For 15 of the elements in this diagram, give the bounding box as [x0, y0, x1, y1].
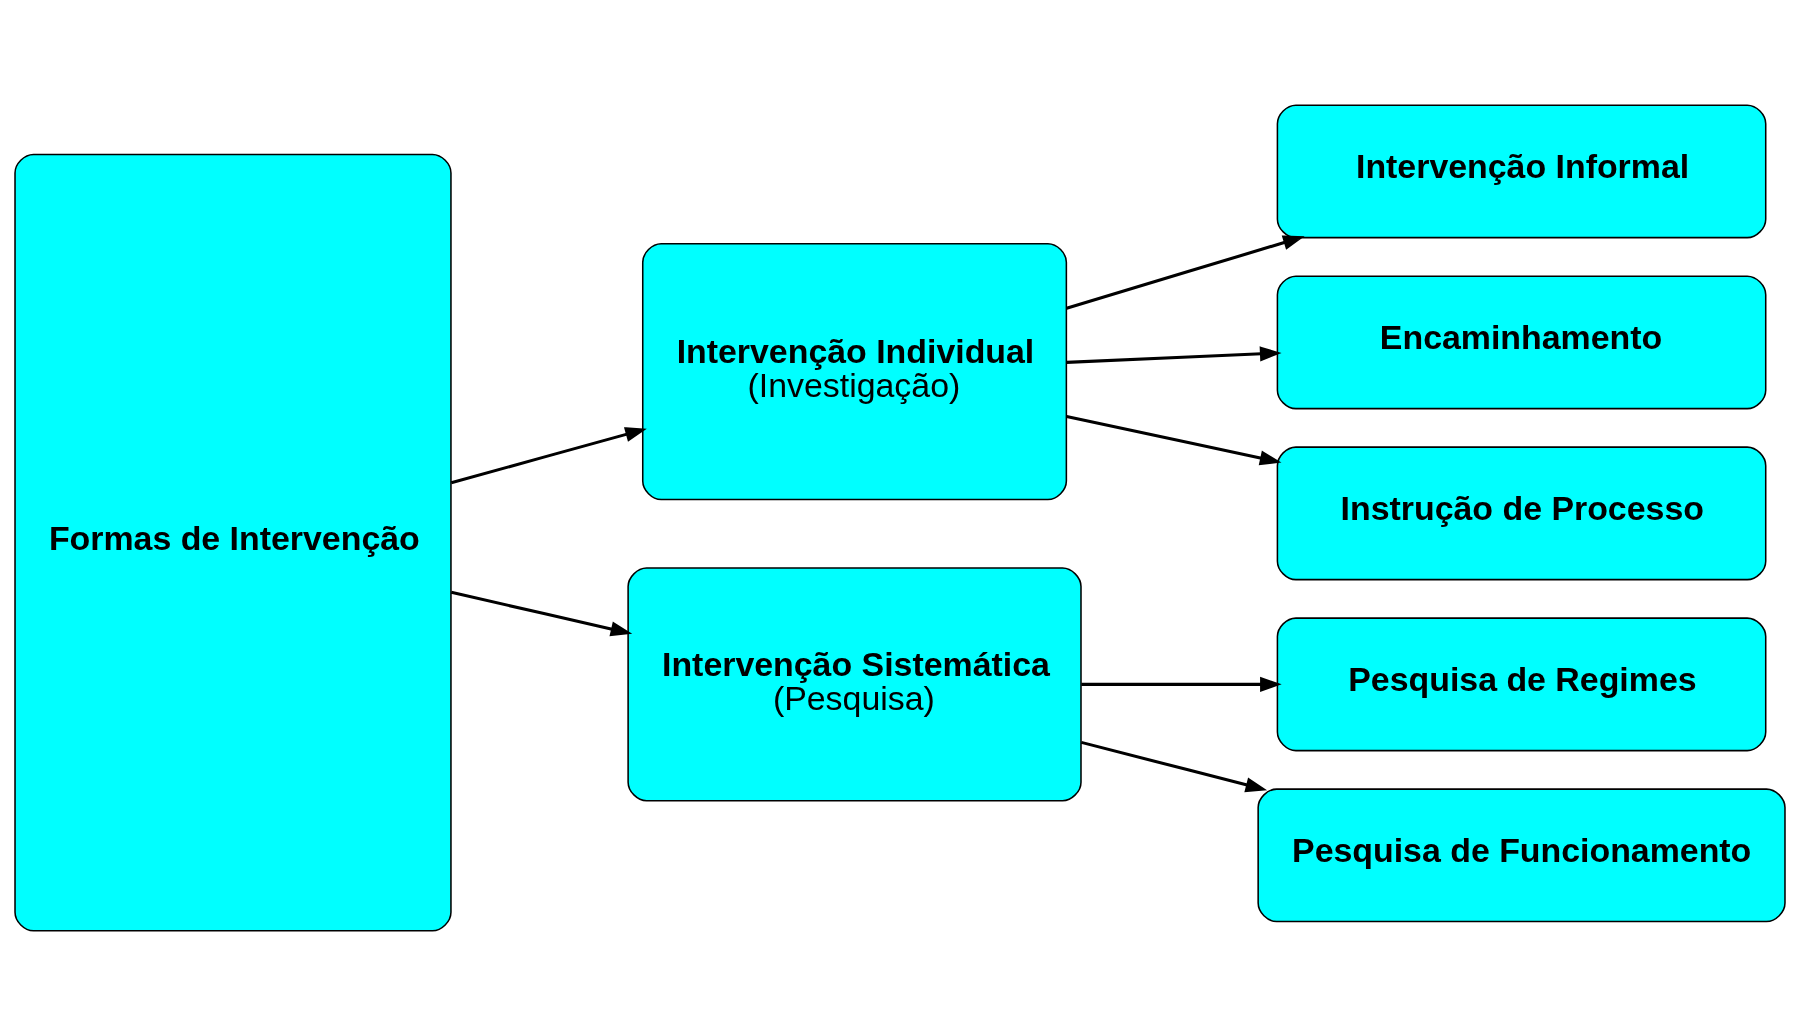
node-box: Formas de Intervenção	[14, 153, 452, 932]
node-box: Pesquisa de Regimes	[1276, 616, 1767, 751]
arrow	[1066, 414, 1282, 465]
arrow	[450, 590, 633, 636]
node-box: Intervenção Informal	[1276, 103, 1767, 238]
arrow	[450, 426, 647, 484]
arrow	[1066, 345, 1282, 364]
arrow	[1066, 234, 1305, 310]
arrow	[1080, 740, 1268, 792]
node-box: Pesquisa de Funcionamento	[1257, 787, 1786, 922]
arrow	[1081, 676, 1282, 692]
node-box: Instrução de Processo	[1276, 445, 1767, 580]
node-box: Encaminhamento	[1276, 274, 1767, 409]
node-box: Intervenção Sistemática (Pesquisa)	[627, 566, 1082, 801]
node-box: Intervenção Individual (Investigação)	[642, 242, 1068, 500]
